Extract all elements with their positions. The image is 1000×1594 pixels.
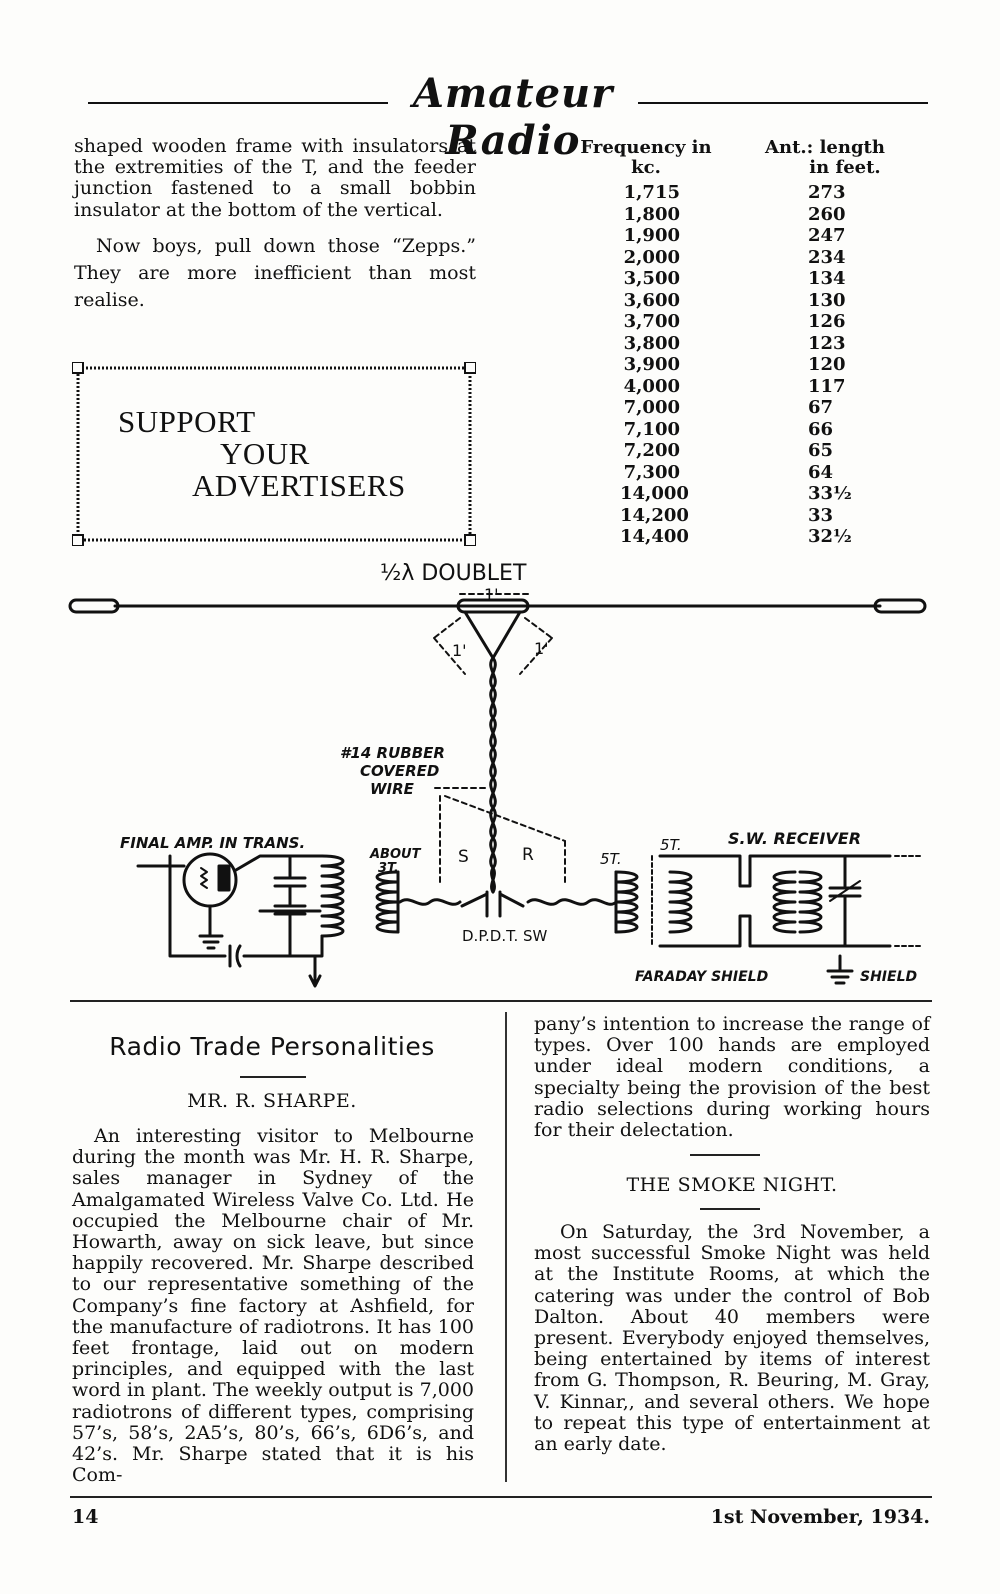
article-subtitle: MR. R. SHARPE.	[187, 1090, 357, 1112]
wire-label-line2: COVERED	[360, 762, 439, 780]
doublet-label: ½λ DOUBLET	[380, 561, 527, 586]
advertisers-box-border	[72, 362, 476, 546]
masthead-rule-left	[88, 102, 388, 104]
spacing-right-label: 1'	[534, 639, 549, 658]
frequency-cell: 14,400	[620, 526, 689, 547]
intro-paragraph-1: shaped wooden frame with insulators at t…	[74, 135, 476, 221]
wire-label-line1: #14 RUBBER	[340, 744, 445, 762]
frequency-cell: 3,800	[623, 332, 680, 354]
article-title: Radio Trade Personalities	[109, 1032, 435, 1061]
article-body-right: pany’s intention to increase the range o…	[534, 1013, 930, 1142]
about-label-line2: 3T.	[378, 861, 399, 876]
issue-date: 1st November, 1934.	[710, 1506, 930, 1528]
length-cell: 247	[808, 225, 846, 246]
header-length-line2: in feet.	[809, 157, 881, 178]
length-cell: 234	[808, 246, 846, 268]
frequency-cell: 7,000	[623, 397, 680, 418]
sw-receiver-label: S.W. RECEIVER	[728, 829, 861, 848]
column-divider	[505, 1012, 507, 1482]
shield-label: SHIELD	[860, 969, 917, 985]
spacing-top-label: 1'	[484, 585, 499, 604]
faraday-shield-label: FARADAY SHIELD	[635, 969, 768, 985]
ad-line-support: SUPPORT	[118, 404, 256, 439]
center-insulator	[456, 598, 530, 614]
frequency-cell: 3,500	[623, 268, 680, 289]
length-cell: 134	[808, 268, 846, 289]
turns-label-left: 5T.	[600, 850, 622, 868]
intro-text: shaped wooden frame with insulators at t…	[74, 135, 476, 314]
left-insulator	[68, 598, 120, 614]
length-cell: 33½	[808, 483, 852, 504]
spacing-left-label: 1'	[452, 641, 467, 660]
masthead-title: Amateur Radio	[412, 70, 614, 164]
final-amp-label: FINAL AMP. IN TRANS.	[120, 834, 305, 852]
length-cell: 33	[808, 504, 834, 526]
header-length: Ant.: length in feet.	[755, 138, 895, 178]
length-cell: 66	[808, 418, 834, 440]
masthead-rule-right	[638, 102, 928, 104]
switch-s-label: S	[458, 847, 469, 867]
about-label-line1: ABOUT	[369, 847, 422, 862]
article-body-left: An interesting visitor to Melbourne duri…	[72, 1125, 474, 1487]
smoke-night-title: THE SMOKE NIGHT.	[626, 1174, 838, 1196]
header-frequency-line2: kc.	[631, 157, 661, 178]
ad-line-advertisers: ADVERTISERS	[192, 468, 406, 503]
intro-paragraph-2: Now boys, pull down those “Zepps.” They …	[74, 234, 476, 311]
length-cell: 120	[808, 354, 846, 375]
smoke-night-rule	[700, 1208, 760, 1210]
frequency-cell: 7,200	[623, 440, 680, 461]
frequency-cell: 7,100	[623, 418, 680, 440]
length-cell: 117	[808, 375, 846, 397]
header-frequency-line1: Frequency in	[580, 137, 712, 158]
length-cell: 32½	[808, 526, 852, 547]
header-length-line1: Ant.: length	[765, 137, 885, 158]
section-divider	[70, 1000, 932, 1002]
frequency-cell: 1,900	[623, 225, 680, 246]
frequency-cell: 1,715	[623, 182, 680, 203]
length-cell: 65	[808, 440, 834, 461]
smoke-night-body: On Saturday, the 3rd November, a most su…	[534, 1221, 930, 1456]
frequency-cell: 7,300	[623, 461, 680, 483]
length-cell: 126	[808, 311, 846, 332]
length-cell: 273	[808, 182, 846, 203]
footer-rule	[70, 1496, 932, 1498]
length-cell: 123	[808, 332, 846, 354]
length-cell: 130	[808, 289, 846, 311]
length-cell: 67	[808, 397, 834, 418]
wire-label-line3: WIRE	[370, 780, 415, 798]
frequency-cell: 14,200	[620, 504, 689, 526]
doublet-circuit-diagram: ½λ DOUBLET 1' 1' 1' #14 RUBBER COVERED W…	[68, 561, 927, 988]
ad-line-your: YOUR	[220, 436, 310, 471]
masthead: Amateur Radio	[88, 70, 928, 164]
title-rule	[240, 1076, 306, 1078]
advertisers-box: SUPPORT YOUR ADVERTISERS	[72, 362, 476, 546]
frequency-cell: 2,000	[623, 246, 680, 268]
frequency-cell: 14,000	[620, 483, 689, 504]
frequency-cell: 3,600	[623, 289, 680, 311]
frequency-cell: 1,800	[623, 203, 680, 225]
dpdt-label: D.P.D.T. SW	[462, 927, 548, 945]
frequency-cell: 3,700	[623, 311, 680, 332]
header-frequency: Frequency in kc.	[576, 138, 716, 178]
length-cell: 260	[808, 203, 846, 225]
page-number: 14	[72, 1506, 99, 1528]
switch-r-label: R	[522, 845, 534, 865]
turns-label-right: 5T.	[660, 836, 682, 854]
frequency-cell: 3,900	[623, 354, 680, 375]
length-cell: 64	[808, 461, 834, 483]
article-end-rule	[690, 1154, 760, 1156]
right-insulator	[873, 598, 927, 614]
frequency-cell: 4,000	[623, 375, 680, 397]
